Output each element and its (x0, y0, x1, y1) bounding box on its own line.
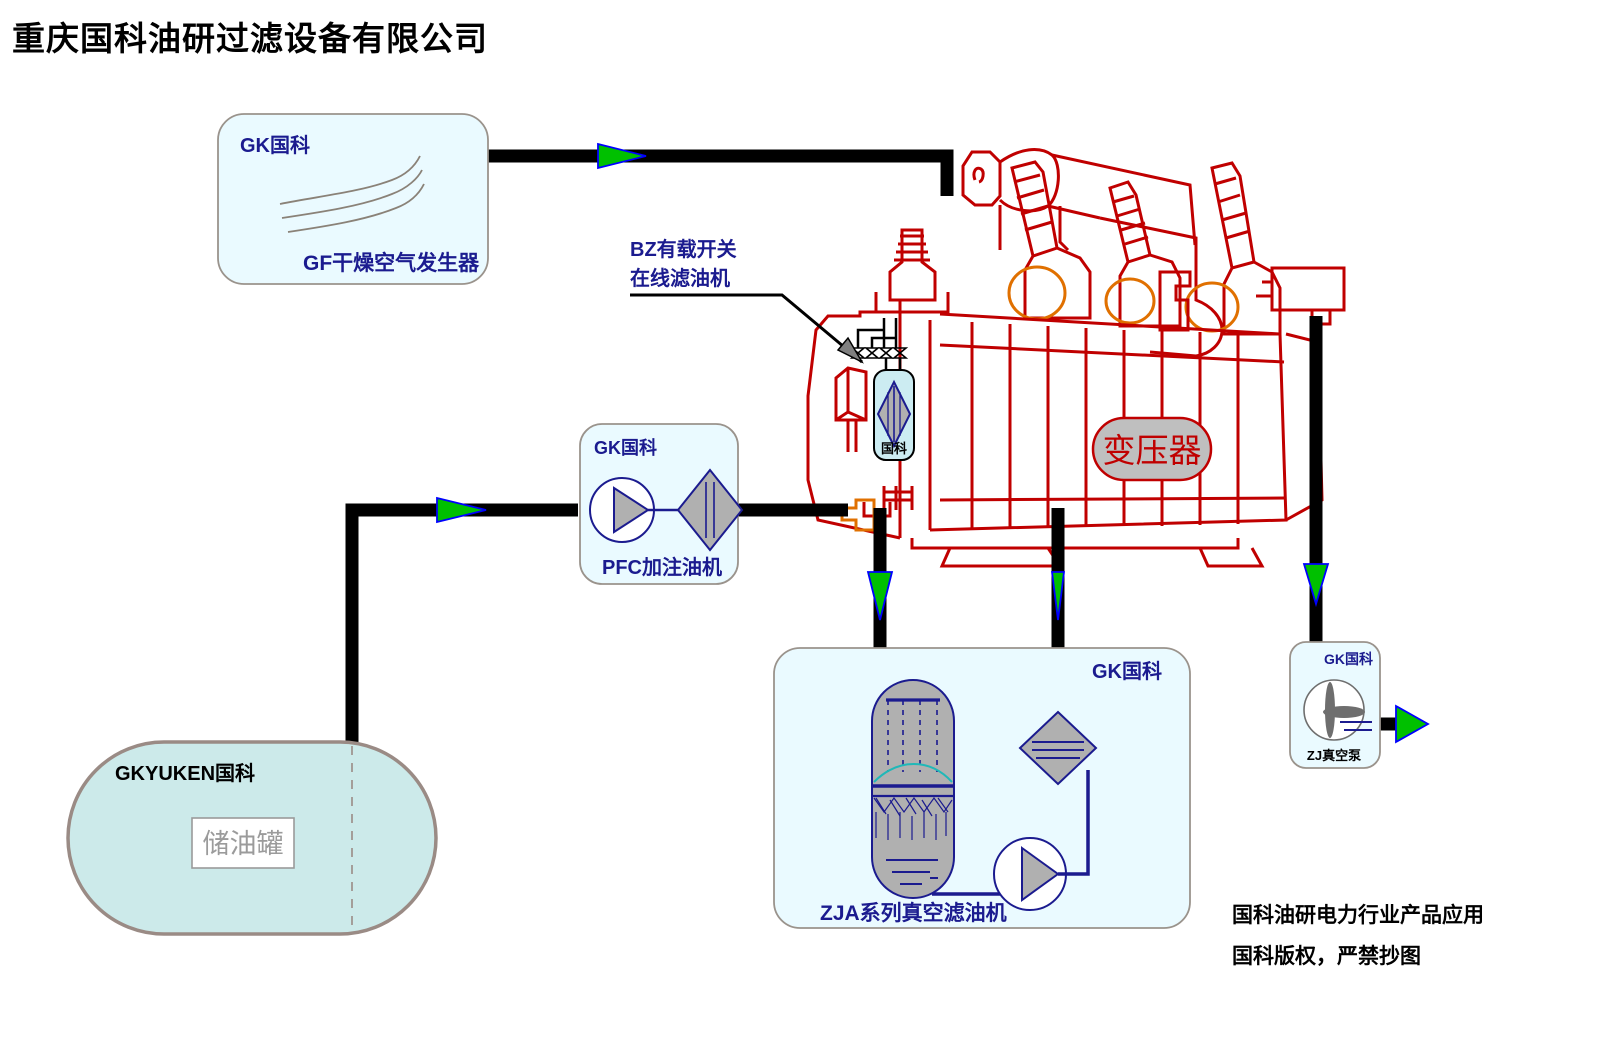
dry-air-generator-unit[interactable]: GK国科 GF干燥空气发生器 (217, 113, 489, 285)
purifier-pump-icon (993, 837, 1067, 911)
vacuum-oil-purifier-panel[interactable] (773, 647, 1191, 929)
arrow-up-purifier-out (1050, 571, 1066, 621)
fan-impeller-icon (1303, 679, 1372, 741)
vacuum-pump-unit[interactable]: GK国科 ZJ真空泵 (1289, 641, 1381, 769)
footer-line-2: 国科版权，严禁抄图 (1232, 945, 1421, 968)
valve-icons (849, 347, 909, 359)
footer-line-1: 国科油研电力行业产品应用 (1232, 904, 1484, 927)
online-filter-callout-line2: 在线滤油机 (630, 266, 730, 290)
dry-air-generator-brand: GK国科 (240, 133, 310, 157)
transformer-badge: 变压器 (1091, 416, 1213, 482)
storage-tank-unit[interactable]: GKYUKEN国科 储油罐 (66, 740, 438, 936)
filter-diamond-icon (676, 468, 744, 552)
page-title: 重庆国科油研过滤设备有限公司 (12, 20, 488, 57)
storage-tank-nameplate (191, 817, 295, 869)
vacuum-pump-label: ZJ真空泵 (1307, 748, 1361, 763)
storage-tank-label: 储油罐 (203, 829, 284, 859)
pipe-pump-to-filter (1058, 770, 1090, 876)
footer-copyright-note: 国科油研电力行业产品应用 国科版权，严禁抄图 (1232, 895, 1484, 977)
purifier-filter-icon (1018, 710, 1098, 786)
online-filter-brand: 国科 (881, 441, 907, 456)
arrow-down-vacuum (1302, 563, 1330, 608)
vacuum-oil-purifier-unit[interactable]: GK国科 (773, 647, 1191, 929)
pipe-dryair-to-transformer (487, 149, 954, 196)
oil-filling-machine-brand: GK国科 (594, 437, 657, 458)
dry-air-generator-label: GF干燥空气发生器 (303, 251, 480, 275)
oil-filling-machine-label: PFC加注油机 (602, 555, 722, 579)
vacuum-pump-brand: GK国科 (1324, 651, 1373, 667)
arrow-right-mid (436, 496, 487, 524)
vacuum-tank-icon (871, 679, 955, 899)
online-filter-unit[interactable]: 国科 (849, 318, 915, 461)
arrow-right-top (597, 142, 647, 170)
pipe-tank-to-pfc (345, 503, 578, 744)
storage-tank-brand: GKYUKEN国科 (115, 761, 255, 785)
airflow-wave-icon (279, 155, 425, 233)
online-filter-callout-leader (630, 293, 864, 364)
vacuum-oil-purifier-brand: GK国科 (1092, 659, 1162, 683)
transformer-label: 变压器 (1103, 433, 1202, 470)
online-filter-callout-line1: BZ有载开关 (630, 237, 737, 261)
pump-icon (589, 477, 655, 543)
arrow-down-purifier-in (866, 571, 894, 621)
arrow-right-exhaust (1395, 704, 1430, 744)
oil-filling-machine-unit[interactable]: GK国科 PFC加注油机 (579, 423, 744, 585)
flow-arrows (436, 142, 1430, 744)
vacuum-oil-purifier-label: ZJA系列真空滤油机 (820, 901, 1007, 925)
